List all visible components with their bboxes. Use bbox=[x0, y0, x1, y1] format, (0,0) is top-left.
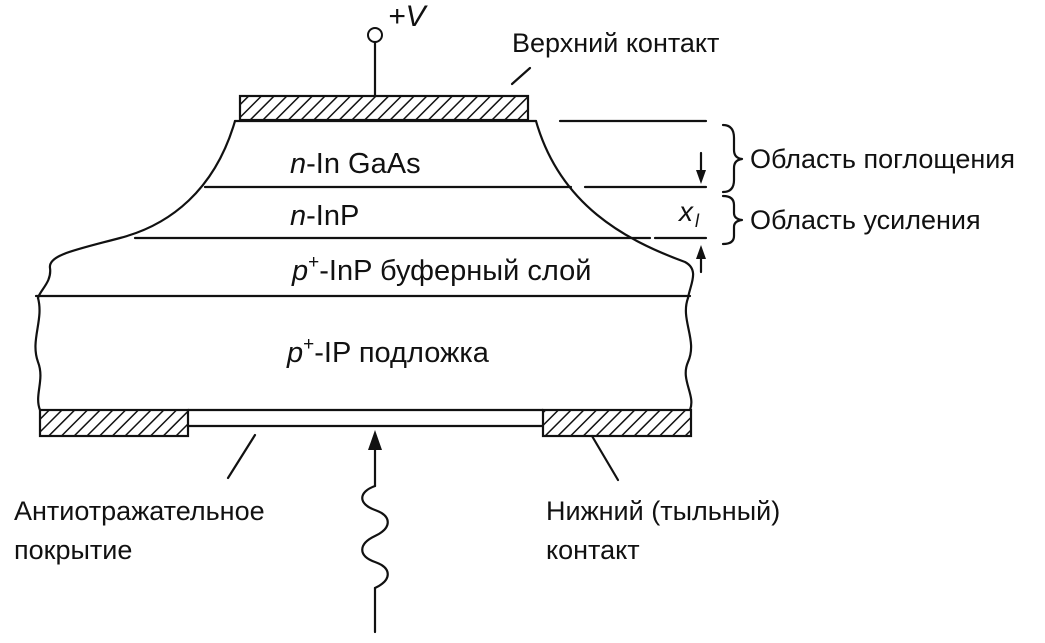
xl-arrow-down-head bbox=[696, 170, 706, 184]
antireflection-label-line1: Антиотражательное bbox=[14, 496, 265, 526]
layer-label-buffer: p+-InP буферный слой bbox=[291, 252, 591, 287]
buffer-prefix: p bbox=[291, 255, 308, 287]
antireflection-label-line2: покрытие bbox=[14, 535, 132, 565]
antireflection-leader bbox=[226, 433, 257, 480]
substrate-right-break bbox=[684, 296, 693, 412]
layer-inp-prefix: n bbox=[290, 200, 306, 232]
incident-light bbox=[361, 430, 389, 634]
top-contact-leader bbox=[510, 66, 532, 86]
xl-symbol: x bbox=[677, 196, 694, 227]
layer-label-substrate: p+-IP подложка bbox=[286, 334, 490, 369]
top-contact bbox=[238, 94, 530, 122]
terminal-circle bbox=[367, 27, 383, 43]
bottom-contact-right bbox=[541, 408, 693, 438]
bottom-contact-leader bbox=[590, 434, 620, 482]
layer-ingaas-prefix: n bbox=[290, 148, 306, 180]
layer-label-inp: n-InP bbox=[290, 200, 359, 232]
substrate-rest: -IP подложка bbox=[314, 337, 489, 369]
substrate-left-break bbox=[34, 296, 42, 412]
buffer-rest: -InP буферный слой bbox=[319, 255, 591, 287]
xl-subscript: l bbox=[695, 211, 700, 231]
layer-label-ingaas: n-In GaAs bbox=[290, 148, 421, 180]
mesa-left-edge bbox=[36, 119, 237, 300]
voltage-terminal bbox=[367, 27, 383, 98]
amplification-brace bbox=[721, 194, 744, 246]
light-wave bbox=[361, 484, 389, 590]
layer-ingaas-rest: -In GaAs bbox=[306, 148, 420, 180]
top-contact-label: Верхний контакт bbox=[512, 28, 719, 58]
absorption-region-label: Область поглощения bbox=[750, 144, 1015, 174]
substrate-sup: + bbox=[303, 334, 314, 355]
layer-inp-rest: -InP bbox=[306, 200, 359, 232]
amplification-region-label: Область усиления bbox=[750, 205, 981, 235]
voltage-label: +V bbox=[388, 0, 429, 33]
light-arrowhead bbox=[368, 430, 382, 450]
buffer-sup: + bbox=[308, 252, 319, 273]
bottom-contact-left bbox=[38, 408, 190, 438]
bottom-contact-label-line1: Нижний (тыльный) bbox=[546, 496, 780, 526]
bottom-contact-label-line2: контакт bbox=[546, 535, 640, 565]
substrate-prefix: p bbox=[286, 337, 303, 369]
xl-arrow-up-head bbox=[696, 245, 706, 259]
absorption-brace bbox=[721, 123, 744, 194]
mesa-right-edge bbox=[534, 119, 695, 300]
